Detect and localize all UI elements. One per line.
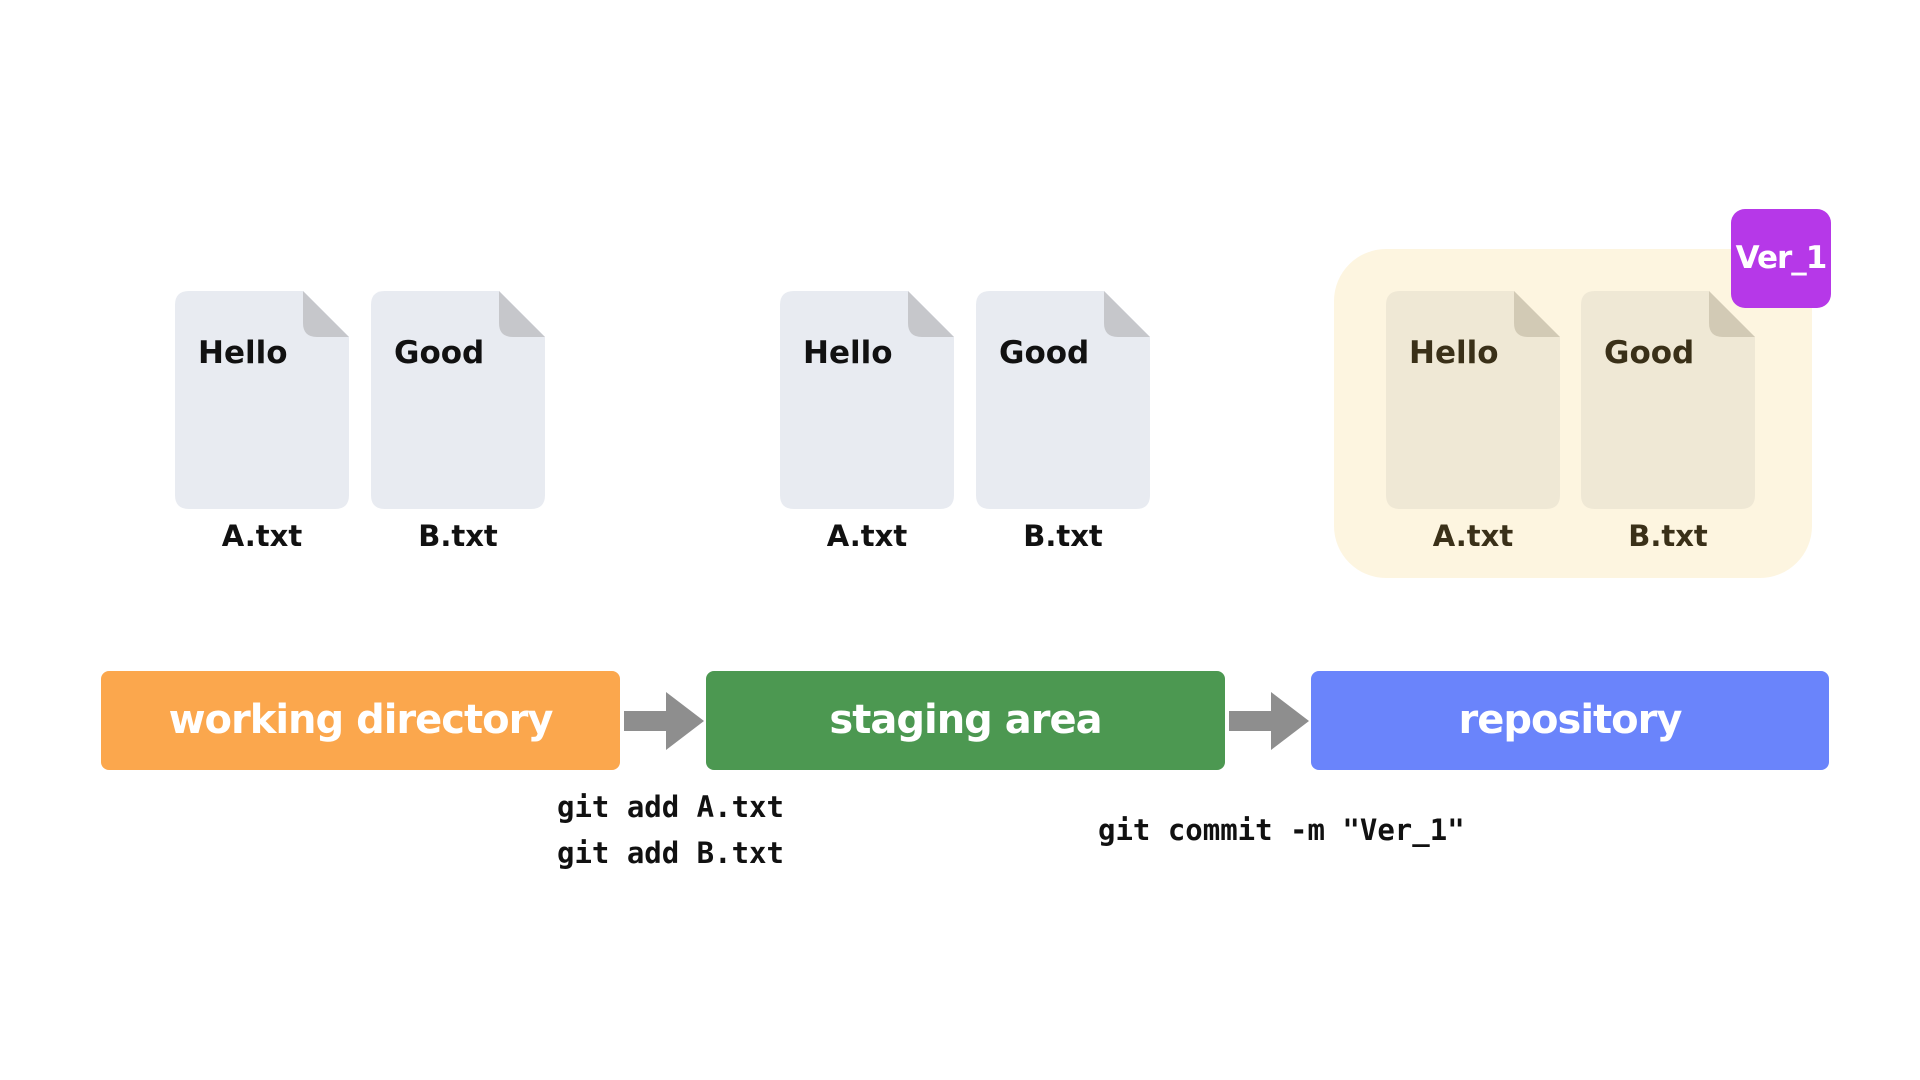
staging-area-label: staging area — [706, 671, 1225, 770]
file-content: Good — [999, 335, 1090, 371]
file-name: B.txt — [1023, 519, 1103, 553]
file-icon-a-repository: Hello — [1386, 291, 1560, 509]
file-content: Good — [1604, 335, 1695, 371]
git-add-commands: git add A.txt git add B.txt — [557, 784, 784, 876]
document-icon — [175, 291, 349, 509]
working-directory-label: working directory — [101, 671, 620, 770]
file-icon-b-repository: Good — [1581, 291, 1755, 509]
file-content: Hello — [198, 335, 288, 371]
document-icon — [976, 291, 1150, 509]
file-name: A.txt — [1432, 519, 1514, 553]
file-icon-a-staging: Hello — [780, 291, 954, 509]
git-add-b-command: git add B.txt — [557, 836, 784, 870]
file-name: B.txt — [418, 519, 498, 553]
document-icon — [780, 291, 954, 509]
document-icon — [371, 291, 545, 509]
file-content: Good — [394, 335, 485, 371]
right-arrow-icon — [624, 692, 704, 750]
right-arrow-icon — [1229, 692, 1309, 750]
git-commit-command: git commit -m "Ver_1" — [1098, 813, 1465, 847]
file-name: B.txt — [1628, 519, 1708, 553]
document-icon — [1386, 291, 1560, 509]
document-icon — [1581, 291, 1755, 509]
repository-label: repository — [1311, 671, 1829, 770]
file-name: A.txt — [221, 519, 303, 553]
version-badge: Ver_1 — [1731, 209, 1831, 308]
file-icon-b-staging: Good — [976, 291, 1150, 509]
git-add-a-command: git add A.txt — [557, 790, 784, 824]
file-content: Hello — [1409, 335, 1499, 371]
file-name: A.txt — [826, 519, 908, 553]
file-icon-a-working: Hello — [175, 291, 349, 509]
file-icon-b-working: Good — [371, 291, 545, 509]
file-content: Hello — [803, 335, 893, 371]
